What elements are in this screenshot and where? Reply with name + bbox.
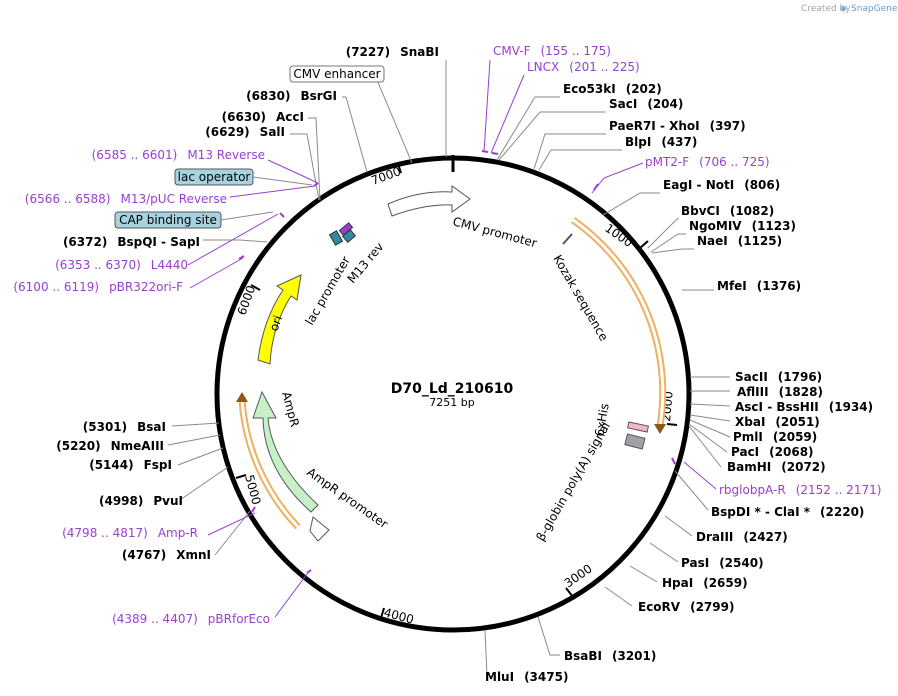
- site-fspi: (5144)FspI: [89, 458, 172, 472]
- cmv-enhancer-box: [289, 65, 385, 83]
- boxed-feature-labels: CMV enhancer lac operator CAP binding si…: [114, 65, 385, 229]
- site-nmeaiii: (5220)NmeAIII: [56, 439, 164, 453]
- orf-arc: [570, 217, 667, 427]
- feature-label-kozak: Kozak sequence: [550, 253, 611, 344]
- polya-signal-block: [624, 433, 646, 450]
- ampr-orf-arrowhead: [236, 392, 248, 402]
- feature-label-polya: β-globin poly(A) signal: [533, 420, 613, 544]
- branding-prefix: Created by: [801, 4, 851, 14]
- site-snabi: (7227)SnaBI: [346, 45, 439, 59]
- feature-label-cmv-promoter: CMV promoter: [451, 214, 538, 250]
- site-xmni: (4767)XmnI: [122, 548, 211, 562]
- site-bsabi: BsaBI(3201): [564, 649, 656, 663]
- site-labels-left: (7227)SnaBI (4767)XmnI (4998)PvuI (5144)…: [56, 45, 439, 562]
- feature-label-ori: ori: [267, 314, 285, 333]
- site-ngomiv: NgoMIV(1123): [689, 219, 796, 233]
- site-bspdi-clai: BspDI * - ClaI *(2220): [711, 505, 864, 519]
- ori-arrow: [257, 274, 302, 365]
- site-sacii: SacII(1796): [735, 370, 822, 384]
- ampr-arrow: [252, 390, 319, 513]
- primer-pbrforeco: (4389 .. 4407)pBRforEco: [112, 612, 270, 626]
- site-bsrgi: (6830)BsrGI: [246, 89, 337, 103]
- plasmid-name: D70_Ld_210610: [391, 381, 514, 397]
- site-pvui: (4998)PvuI: [99, 494, 183, 508]
- site-blpi: BlpI(437): [625, 135, 697, 149]
- lac-operator-label: lac operator: [178, 170, 251, 184]
- site-bbvci: BbvCI(1082): [681, 204, 774, 218]
- site-ecorv: EcoRV(2799): [638, 600, 734, 614]
- primer-leader-lines: [187, 59, 717, 618]
- plasmid-length: 7251 bp: [429, 396, 474, 409]
- site-pasi: PasI(2540): [681, 556, 764, 570]
- site-bspqi-sapi: (6372)BspQI - SapI: [63, 235, 200, 249]
- site-mfei: MfeI(1376): [717, 279, 801, 293]
- feature-label-lac-promoter: lac promoter: [302, 254, 353, 328]
- site-paer7i-xhoi: PaeR7I - XhoI(397): [609, 119, 746, 133]
- lac-promoter-marker: [328, 230, 344, 246]
- site-labels-right: Eco53kI(202) SacI(204) PaeR7I - XhoI(397…: [485, 82, 873, 684]
- ampr-orf-outline-inner: [240, 399, 300, 529]
- orf-arrowhead: [654, 424, 666, 434]
- tick-label-7000: 7000: [369, 164, 402, 188]
- primer-amp-r: (4798 .. 4817)Amp-R: [62, 526, 198, 540]
- site-mlui: MluI(3475): [485, 670, 568, 684]
- primer-cmv-f: CMV-F(155 .. 175): [493, 44, 611, 58]
- feature-label-ampr: AmpR: [279, 390, 302, 428]
- snapgene-logo-icon: ◈: [840, 4, 847, 14]
- cmv-enhancer-label: CMV enhancer: [293, 67, 380, 81]
- cmv-promoter-arrow: [387, 185, 471, 217]
- site-eco53ki: Eco53kI(202): [563, 82, 662, 96]
- site-asci-bsshii: AscI - BssHII(1934): [735, 400, 873, 414]
- feature-label-6xhis: 6xHis: [592, 402, 612, 437]
- site-pmli: PmlI(2059): [733, 430, 817, 444]
- site-naei: NaeI(1125): [697, 234, 782, 248]
- tick-label-6000: 6000: [235, 284, 259, 317]
- site-xbai: XbaI(2051): [735, 415, 820, 429]
- primer-m13-puc-reverse: (6566 .. 6588)M13/pUC Reverse: [25, 192, 227, 206]
- site-draiii: DraIII(2427): [696, 530, 788, 544]
- primer-m13-reverse: (6585 .. 6601)M13 Reverse: [92, 148, 265, 162]
- site-bsai: (5301)BsaI: [83, 420, 166, 434]
- site-eagi-noti: EagI - NotI(806): [663, 178, 780, 192]
- primer-labels: CMV-F(155 .. 175) LNCX(201 .. 225) pMT2-…: [13, 44, 881, 626]
- branding-name: SnapGene: [851, 4, 898, 14]
- site-saci: SacI(204): [609, 97, 683, 111]
- ampr-promoter-arrow: [309, 516, 330, 542]
- site-acci: (6630)AccI: [222, 110, 304, 124]
- his-tag-marker: [627, 421, 649, 433]
- cap-binding-site-label: CAP binding site: [119, 213, 217, 227]
- orf-arc-inner: [572, 218, 665, 427]
- site-sali: (6629)SalI: [205, 125, 285, 139]
- primer-l4440: (6353 .. 6370)L4440: [55, 258, 188, 272]
- site-afliii: AflIII(1828): [737, 385, 823, 399]
- cap-site-marker: [341, 229, 357, 243]
- site-bamhi: BamHI(2072): [727, 460, 826, 474]
- primer-rbglobpa-r: rbglobpA-R(2152 .. 2171): [719, 483, 881, 497]
- primer-pbr322ori-f: (6100 .. 6119)pBR322ori-F: [13, 280, 183, 294]
- site-paci: PacI(2068): [731, 445, 814, 459]
- site-hpai: HpaI(2659): [662, 576, 748, 590]
- features-layer: CMV promoter Kozak sequence 6xHis β-glob…: [236, 185, 667, 544]
- primer-pmt2-f: pMT2-F(706 .. 725): [645, 155, 770, 169]
- primer-lncx: LNCX(201 .. 225): [527, 60, 640, 74]
- site-leader-lines: [167, 60, 731, 677]
- kozak-marker: [562, 233, 573, 245]
